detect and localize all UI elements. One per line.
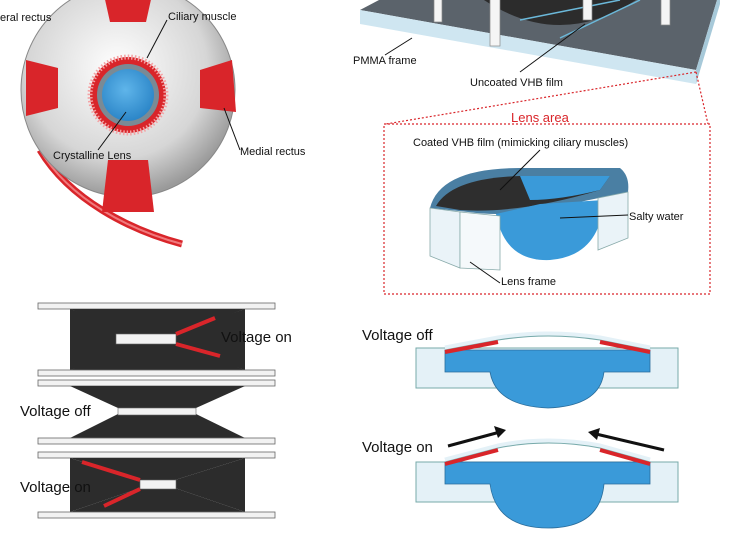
lens-cutaway: Coated VHB film (mimicking ciliary muscl…: [413, 137, 684, 288]
actuator-stack: Voltage on Voltage off Voltage on: [20, 302, 292, 519]
medial-rectus-muscle: [200, 60, 236, 112]
label-coated-vhb: Coated VHB film (mimicking ciliary muscl…: [413, 137, 628, 149]
label-voltage-on-top: Voltage on: [221, 329, 292, 346]
lateral-rectus-muscle: [26, 60, 58, 116]
label-crystalline-lens: Crystalline Lens: [53, 150, 132, 162]
pmma-plate-top: [360, 0, 717, 70]
label-salty-water: Salty water: [629, 211, 684, 223]
label-medial-rectus: Medial rectus: [240, 146, 306, 158]
superior-rectus: [105, 0, 151, 22]
label-voltage-on-left: Voltage on: [20, 479, 91, 496]
label-pmma-frame: PMMA frame: [353, 55, 417, 67]
actuator-1-film: [70, 309, 245, 336]
eye-illustration: eral rectus Ciliary muscle Crystalline L…: [0, 0, 306, 248]
crystalline-lens: [102, 69, 154, 121]
label-uncoated-vhb: Uncoated VHB film: [470, 77, 563, 89]
lens-frame-section: [429, 207, 461, 269]
arrow-left-out: [447, 430, 501, 448]
label-lens-area: Lens area: [511, 110, 570, 125]
label-ciliary-muscle: Ciliary muscle: [168, 11, 236, 23]
salty-water-bulge: [496, 200, 604, 261]
label-lateral-rectus: eral rectus: [0, 12, 52, 24]
lens-states: Voltage off Voltage on: [362, 327, 679, 529]
lens-off-body: [444, 349, 651, 409]
label-voltage-off-left: Voltage off: [20, 403, 91, 420]
device-illustration: PMMA frame Uncoated VHB film Lens area: [353, 0, 720, 295]
arrow-right-out: [595, 432, 665, 452]
inferior-rectus: [102, 160, 154, 212]
label-voltage-on-right: Voltage on: [362, 439, 433, 456]
label-lens-frame: Lens frame: [501, 276, 556, 288]
lens-on-body: [444, 461, 651, 529]
label-voltage-off-right: Voltage off: [362, 327, 433, 344]
